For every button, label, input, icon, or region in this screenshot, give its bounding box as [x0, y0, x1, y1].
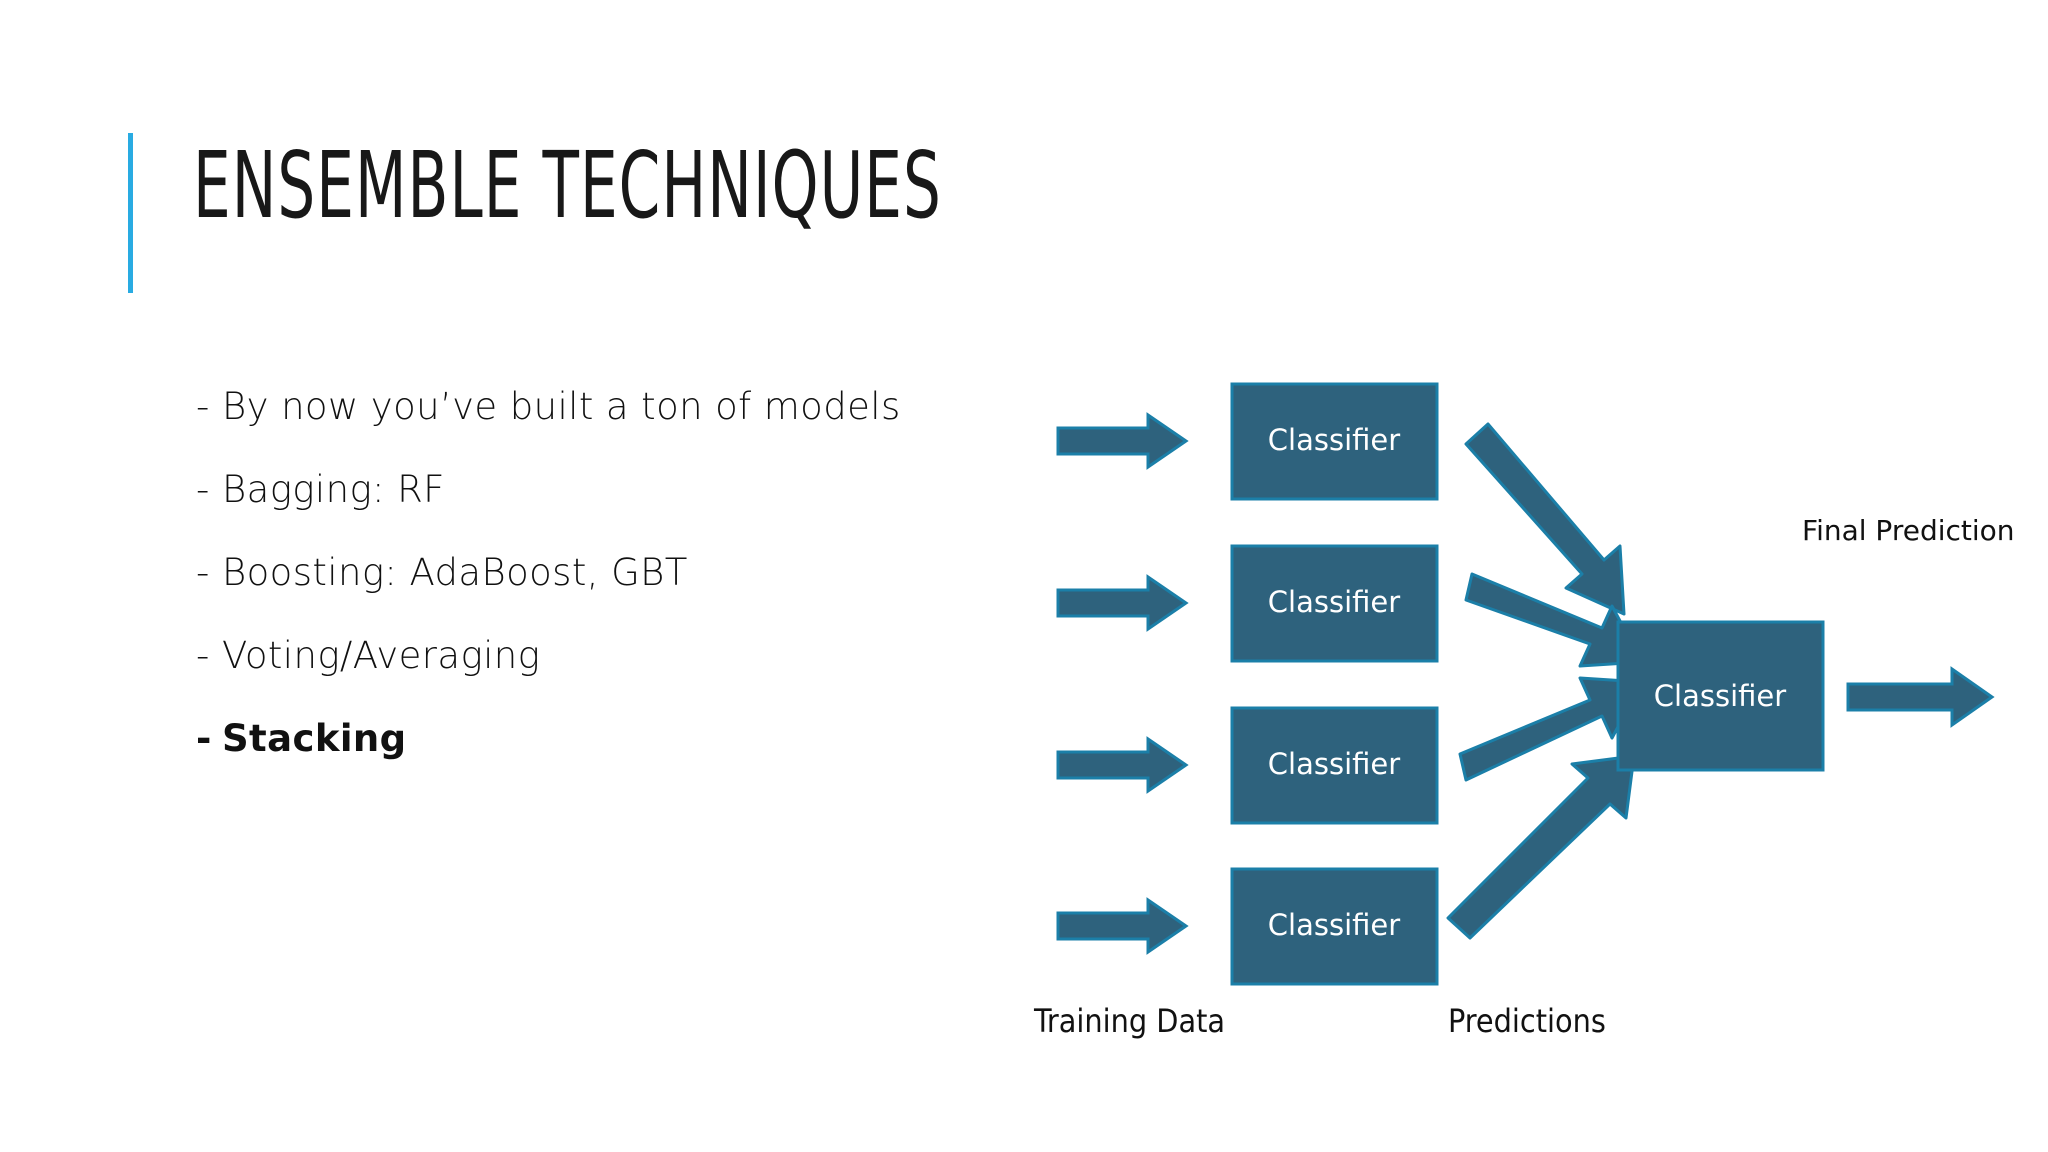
classifier-box-label: Classifier: [1268, 423, 1400, 457]
training-data-label: Training Data: [1033, 1002, 1225, 1040]
bullet-dash: -: [196, 385, 210, 428]
prediction-arrow-1: [1464, 422, 1626, 616]
title-accent-bar: [128, 133, 133, 293]
classifier-box-4: Classifier: [1230, 867, 1439, 986]
classifier-box-1: Classifier: [1230, 382, 1439, 501]
training-data-arrow-3: [1056, 736, 1189, 794]
page-title: ENSEMBLE TECHNIQUES: [193, 132, 942, 239]
meta-classifier-box: Classifier: [1616, 620, 1825, 772]
bullet-dash: -: [196, 468, 210, 511]
list-item: - Voting/Averaging: [196, 634, 1016, 677]
meta-classifier-label: Classifier: [1654, 679, 1786, 713]
bullet-dash: -: [196, 551, 210, 594]
prediction-arrow-3: [1458, 676, 1644, 782]
list-item: - By now you’ve built a ton of models: [196, 385, 1016, 428]
predictions-label: Predictions: [1448, 1002, 1606, 1040]
bullet-text: Boosting: AdaBoost, GBT: [222, 551, 688, 594]
classifier-box-label: Classifier: [1268, 747, 1400, 781]
bullet-text: Stacking: [222, 717, 407, 760]
bullet-dash: -: [196, 717, 212, 760]
classifier-box-3: Classifier: [1230, 706, 1439, 825]
bullet-text: Voting/Averaging: [222, 634, 541, 677]
classifier-box-label: Classifier: [1268, 585, 1400, 619]
bullet-list: - By now you’ve built a ton of models - …: [196, 385, 1016, 800]
final-prediction-arrow: [1846, 666, 1995, 728]
training-data-arrow-2: [1056, 574, 1189, 632]
list-item: - Stacking: [196, 717, 1016, 760]
training-data-arrow-1: [1056, 412, 1189, 470]
bullet-dash: -: [196, 634, 210, 677]
list-item: - Bagging: RF: [196, 468, 1016, 511]
training-data-arrow-4: [1056, 897, 1189, 955]
list-item: - Boosting: AdaBoost, GBT: [196, 551, 1016, 594]
final-prediction-label: Final Prediction: [1802, 514, 2015, 547]
bullet-text: By now you’ve built a ton of models: [222, 385, 901, 428]
classifier-box-2: Classifier: [1230, 544, 1439, 663]
stacking-diagram: Classifier Classifier Classifier Classif…: [1020, 360, 2048, 1060]
prediction-arrow-4: [1446, 754, 1636, 940]
bullet-text: Bagging: RF: [222, 468, 445, 511]
classifier-box-label: Classifier: [1268, 908, 1400, 942]
